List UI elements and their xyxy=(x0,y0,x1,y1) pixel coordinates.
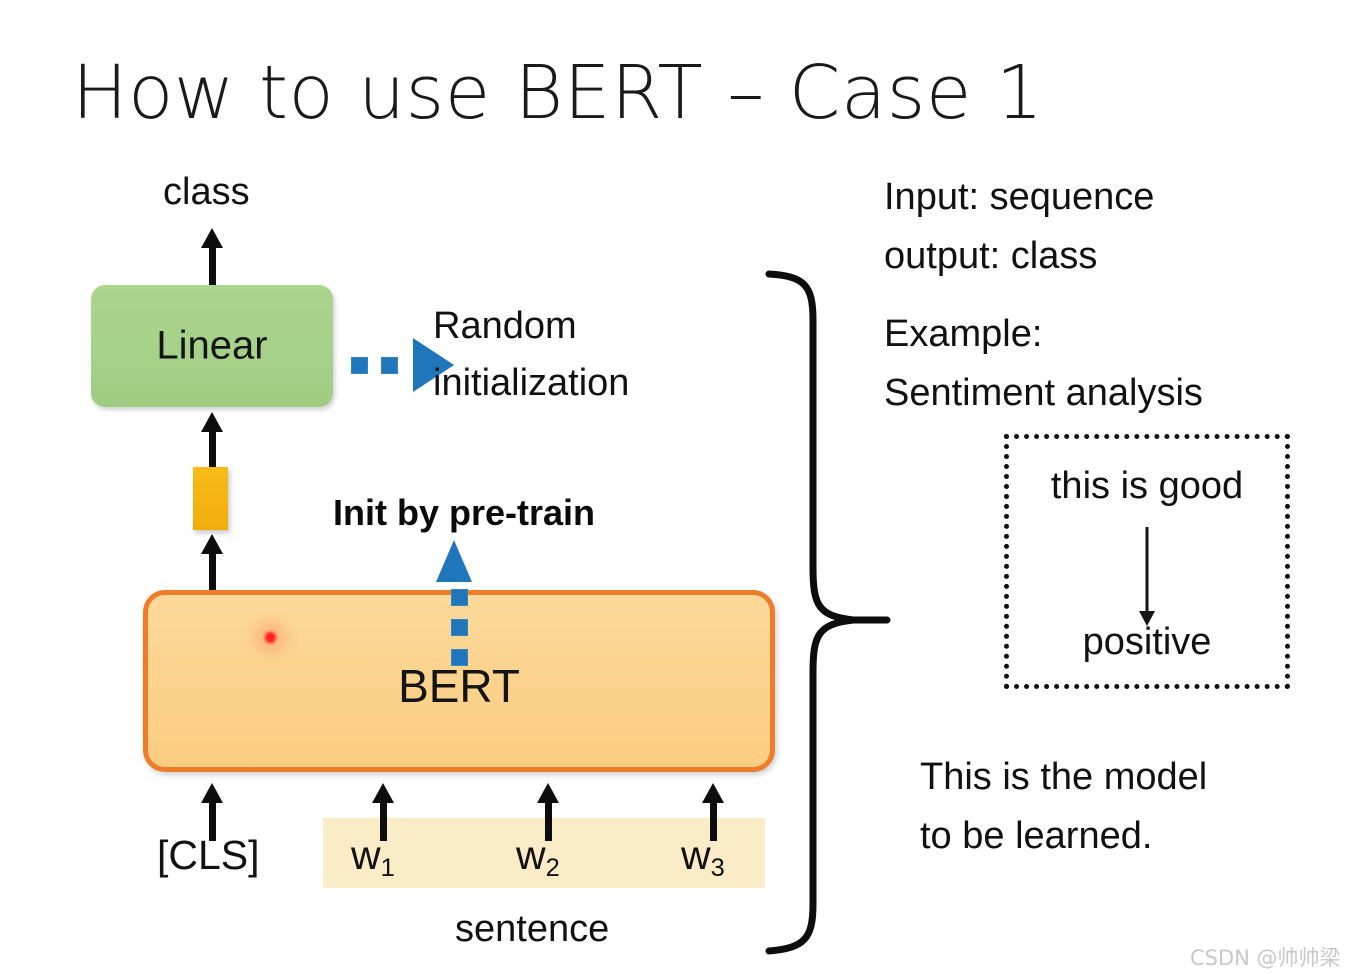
cls-embedding-marker xyxy=(193,467,228,530)
page-title: How to use BERT – Case 1 xyxy=(72,50,1044,136)
arrow-token-w3-to-bert xyxy=(702,783,724,841)
model-note-line1: This is the model xyxy=(920,756,1208,798)
arrow-bert-to-embedding xyxy=(201,534,223,592)
arrow-token-cls-to-bert xyxy=(201,783,223,841)
example-output-text: positive xyxy=(1082,621,1212,663)
grouping-brace xyxy=(757,268,897,963)
arrow-embedding-to-linear xyxy=(201,412,223,469)
laser-pointer-dot xyxy=(262,629,279,646)
example-heading: Example: xyxy=(884,313,1043,355)
linear-block[interactable]: Linear xyxy=(91,285,333,407)
random-init-line2: initialization xyxy=(433,362,630,404)
token-cls: [CLS] xyxy=(157,832,260,879)
io-note-output: output: class xyxy=(884,234,1098,277)
pretrain-arrow-icon xyxy=(436,540,472,666)
random-init-line1: Random xyxy=(433,305,577,347)
example-note: Example: Sentiment analysis xyxy=(884,305,1203,423)
csdn-watermark: CSDN @帅帅梁 xyxy=(1190,946,1341,970)
token-w3-text: w xyxy=(681,832,711,878)
example-task: Sentiment analysis xyxy=(884,371,1203,414)
random-init-arrow-icon xyxy=(351,338,454,392)
model-note: This is the model to be learned. xyxy=(920,748,1207,866)
sentence-caption: sentence xyxy=(455,908,610,950)
token-w3-sub: 3 xyxy=(710,854,725,883)
token-w2-sub: 2 xyxy=(545,854,560,883)
example-input-text: this is good xyxy=(1050,465,1244,507)
arrow-token-w2-to-bert xyxy=(537,783,559,841)
token-w2-text: w xyxy=(516,832,546,878)
token-w2: w2 xyxy=(516,832,560,883)
model-note-line2: to be learned. xyxy=(920,814,1153,857)
token-cls-text: [CLS] xyxy=(157,832,260,878)
token-w3: w3 xyxy=(681,832,725,883)
example-arrow-head-icon xyxy=(1139,611,1155,626)
init-by-pretrain-label: Init by pre-train xyxy=(333,492,596,533)
io-note-input: Input: sequence xyxy=(884,176,1155,218)
token-w1-sub: 1 xyxy=(380,854,395,883)
example-illustration-box: this is good positive xyxy=(1004,434,1290,689)
output-class-label: class xyxy=(163,171,250,213)
linear-block-label: Linear xyxy=(156,323,268,368)
example-arrow-icon xyxy=(1145,527,1149,613)
random-init-label: Random initialization xyxy=(433,298,629,412)
arrow-linear-to-class xyxy=(201,228,223,286)
token-w1: w1 xyxy=(351,832,395,883)
sentence-highlight-band xyxy=(323,818,765,888)
arrow-token-w1-to-bert xyxy=(372,783,394,841)
bert-block-label: BERT xyxy=(398,660,520,712)
token-w1-text: w xyxy=(351,832,381,878)
io-note: Input: sequence output: class xyxy=(884,168,1154,286)
